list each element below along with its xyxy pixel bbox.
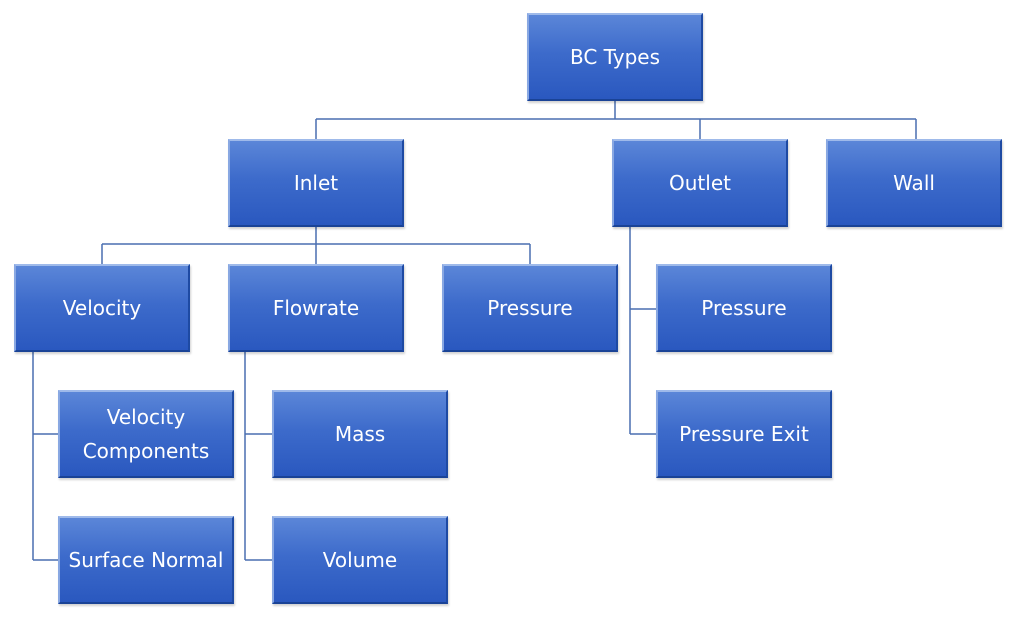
- node-velocity-components-label: Velocity Components: [82, 405, 210, 463]
- node-inlet-pressure[interactable]: Pressure: [442, 264, 618, 352]
- node-wall[interactable]: Wall: [826, 139, 1002, 227]
- node-mass-label: Mass: [334, 422, 386, 446]
- node-inlet[interactable]: Inlet: [228, 139, 404, 227]
- node-flowrate[interactable]: Flowrate: [228, 264, 404, 352]
- node-bc-types-label: BC Types: [569, 45, 661, 69]
- node-velocity-components[interactable]: Velocity Components: [58, 390, 234, 478]
- connector-outlet-children: [629, 226, 656, 435]
- connector-root-level1: [315, 100, 917, 140]
- node-velocity[interactable]: Velocity: [14, 264, 190, 352]
- node-outlet-label: Outlet: [669, 171, 731, 195]
- connector-inlet-children: [101, 226, 531, 265]
- node-flowrate-label: Flowrate: [272, 296, 360, 320]
- node-mass[interactable]: Mass: [272, 390, 448, 478]
- node-inlet-pressure-label: Pressure: [487, 296, 573, 320]
- connector-velocity-children: [32, 351, 58, 561]
- connector-flowrate-children: [244, 351, 272, 561]
- node-wall-label: Wall: [893, 171, 935, 195]
- node-surface-normal[interactable]: Surface Normal: [58, 516, 234, 604]
- node-outlet-pressure[interactable]: Pressure: [656, 264, 832, 352]
- node-volume[interactable]: Volume: [272, 516, 448, 604]
- node-outlet-pressure-label: Pressure: [701, 296, 787, 320]
- node-surface-normal-label: Surface Normal: [68, 548, 224, 572]
- node-pressure-exit-label: Pressure Exit: [679, 422, 809, 446]
- node-volume-label: Volume: [322, 548, 398, 572]
- node-outlet[interactable]: Outlet: [612, 139, 788, 227]
- node-bc-types[interactable]: BC Types: [527, 13, 703, 101]
- node-pressure-exit[interactable]: Pressure Exit: [656, 390, 832, 478]
- node-inlet-label: Inlet: [293, 171, 339, 195]
- node-velocity-label: Velocity: [62, 296, 142, 320]
